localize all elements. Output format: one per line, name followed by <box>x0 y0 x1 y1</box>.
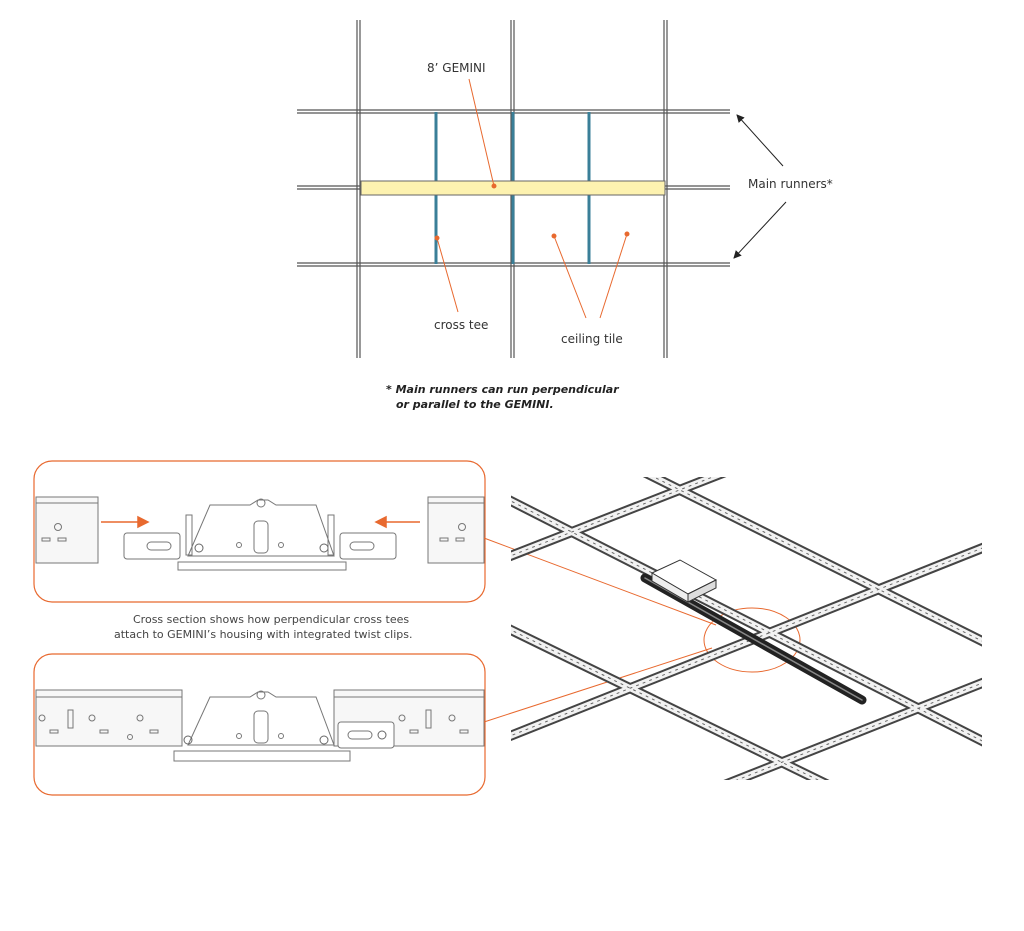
cross-section-panel-top <box>33 460 486 603</box>
footnote-line-1: * Main runners can run perpendicular <box>386 383 619 396</box>
cross-tee-label: cross tee <box>434 318 488 332</box>
cross-tees <box>434 112 591 264</box>
insert-arrows <box>101 515 420 529</box>
gemini-label: 8’ GEMINI <box>427 61 486 75</box>
caption-line-2: attach to GEMINI’s housing with integrat… <box>114 628 413 641</box>
isometric-grid-view <box>511 477 982 780</box>
ceiling-tile-label: ceiling tile <box>561 332 623 346</box>
caption-line-1: Cross section shows how perpendicular cr… <box>133 613 409 626</box>
plan-view: 8’ GEMINI Main runners* cross tee ceilin… <box>297 20 833 411</box>
main-runner-arrows <box>733 114 787 259</box>
gemini-fixture <box>360 180 666 196</box>
leader-lines <box>434 78 630 319</box>
main-runners-label: Main runners* <box>748 177 833 191</box>
footnote-line-2: or parallel to the GEMINI. <box>396 398 554 411</box>
cross-section-panel-bottom <box>33 653 486 796</box>
